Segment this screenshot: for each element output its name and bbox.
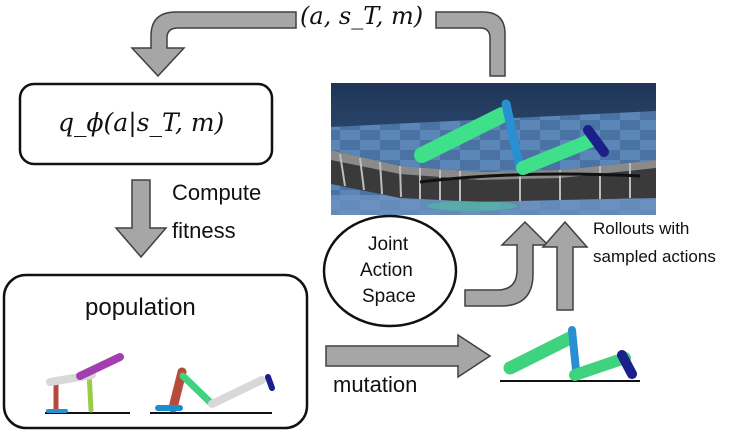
joint-action-arrow	[464, 220, 550, 307]
population-walker-1	[45, 353, 130, 414]
compute-fitness-line2: fitness	[172, 218, 236, 243]
feedback-arrow	[435, 11, 506, 77]
simulation-image	[331, 83, 656, 215]
rollouts-line2: sampled actions	[593, 247, 716, 266]
population-box	[2, 273, 309, 430]
joint-action-line1: Joint	[368, 234, 409, 255]
policy-label: q_ϕ(a|s_T, m)	[58, 108, 225, 137]
rollouts-line1: Rollouts with	[593, 219, 690, 238]
compute-fitness-line1: Compute	[172, 180, 262, 205]
top-tuple-label: (a, s_T, m)	[300, 2, 424, 30]
mutated-walker	[500, 326, 640, 382]
population-title: population	[85, 294, 196, 321]
rollouts-arrow	[541, 220, 589, 311]
compute-fitness-arrow	[114, 179, 168, 259]
mutation-label: mutation	[333, 372, 418, 397]
joint-action-line2: Action	[360, 260, 413, 281]
population-walker-2	[150, 367, 275, 414]
feedback-arrow-left	[130, 11, 297, 78]
policy-box	[18, 82, 274, 166]
joint-action-line3: Space	[362, 286, 416, 307]
joint-action-space-ellipse	[322, 214, 458, 328]
mutation-arrow	[325, 333, 492, 379]
simulation-walker	[414, 99, 609, 211]
